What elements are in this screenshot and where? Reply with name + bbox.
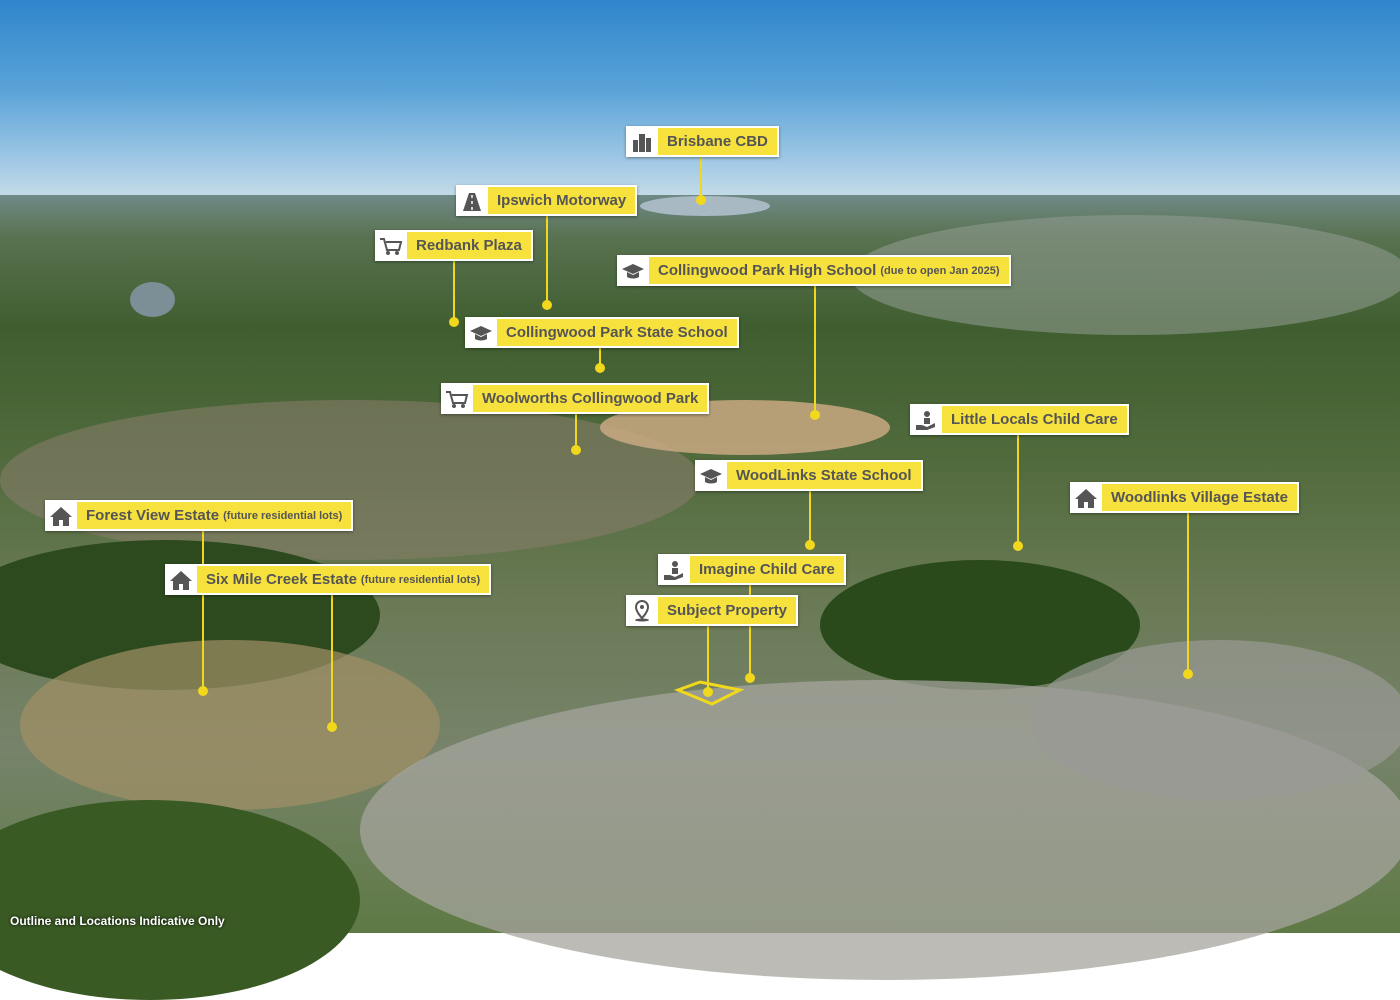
location-label: Subject Property [626, 595, 799, 626]
location-marker [198, 686, 208, 696]
location-label: Woodlinks Village Estate [1070, 482, 1299, 513]
label-text: Woolworths Collingwood Park [473, 385, 708, 412]
leader-line [700, 157, 702, 200]
location-label: Collingwood Park State School [465, 317, 739, 348]
location-label: Ipswich Motorway [456, 185, 638, 216]
location-marker [542, 300, 552, 310]
city-icon [626, 126, 658, 157]
leader-line [1017, 435, 1019, 546]
graduation-cap-icon [695, 460, 727, 491]
location-marker [449, 317, 459, 327]
location-marker [1013, 541, 1023, 551]
label-title: Woodlinks Village Estate [1111, 489, 1288, 506]
location-marker [745, 673, 755, 683]
child-care-icon [910, 404, 942, 435]
location-label: WoodLinks State School [695, 460, 923, 491]
location-label: Woolworths Collingwood Park [441, 383, 710, 414]
shopping-cart-icon [441, 383, 473, 414]
label-note: (due to open Jan 2025) [880, 264, 1000, 277]
location-marker [805, 540, 815, 550]
label-title: Little Locals Child Care [951, 411, 1118, 428]
graduation-cap-icon [617, 255, 649, 286]
label-text: Little Locals Child Care [942, 406, 1127, 433]
leader-line [707, 626, 709, 692]
house-icon [165, 564, 197, 595]
river [130, 282, 175, 317]
suburb-mid [0, 400, 700, 560]
child-care-icon [658, 554, 690, 585]
location-label: Little Locals Child Care [910, 404, 1129, 435]
location-label: Forest View Estate(future residential lo… [45, 500, 354, 531]
label-note: (future residential lots) [223, 509, 343, 522]
label-note: (future residential lots) [360, 573, 481, 586]
location-label: Redbank Plaza [375, 230, 533, 261]
disclaimer-text: Outline and Locations Indicative Only [10, 914, 225, 928]
location-marker [327, 722, 337, 732]
location-pin-icon [626, 595, 658, 626]
location-label: Brisbane CBD [626, 126, 779, 157]
shopping-cart-icon [375, 230, 407, 261]
city-haze [640, 196, 770, 216]
label-title: WoodLinks State School [736, 467, 912, 484]
motorway-icon [456, 185, 488, 216]
house-icon [1070, 482, 1102, 513]
label-title: Collingwood Park High School [658, 262, 877, 279]
leader-line [809, 491, 811, 545]
housing-right [1030, 640, 1400, 800]
label-text: Woodlinks Village Estate [1102, 484, 1297, 511]
location-marker [1183, 669, 1193, 679]
label-title: Forest View Estate [86, 507, 220, 524]
location-label: Imagine Child Care [658, 554, 846, 585]
leader-line [331, 595, 333, 727]
label-text: WoodLinks State School [727, 462, 921, 489]
label-title: Collingwood Park State School [506, 324, 728, 341]
leader-line [202, 531, 204, 691]
label-title: Woolworths Collingwood Park [482, 390, 699, 407]
location-label: Collingwood Park High School(due to open… [617, 255, 1011, 286]
label-text: Six Mile Creek Estate(future residential… [197, 566, 490, 593]
label-title: Brisbane CBD [667, 133, 768, 150]
location-marker [703, 687, 713, 697]
leader-line [749, 585, 751, 678]
leader-line [814, 286, 816, 415]
label-text: Collingwood Park State School [497, 319, 737, 346]
label-text: Redbank Plaza [407, 232, 531, 259]
label-text: Subject Property [658, 597, 797, 624]
location-label: Six Mile Creek Estate(future residential… [165, 564, 492, 595]
label-title: Imagine Child Care [699, 561, 835, 578]
leader-line [1187, 513, 1189, 674]
label-text: Forest View Estate(future residential lo… [77, 502, 352, 529]
label-text: Brisbane CBD [658, 128, 777, 155]
label-text: Collingwood Park High School(due to open… [649, 257, 1009, 284]
location-marker [696, 195, 706, 205]
label-title: Six Mile Creek Estate [206, 571, 357, 588]
label-title: Redbank Plaza [416, 237, 522, 254]
subject-property-outline [673, 680, 745, 706]
leader-line [453, 261, 455, 322]
location-marker [571, 445, 581, 455]
label-text: Imagine Child Care [690, 556, 844, 583]
location-marker [595, 363, 605, 373]
leader-line [546, 216, 548, 305]
label-title: Ipswich Motorway [497, 192, 627, 209]
house-icon [45, 500, 77, 531]
cleared-land [20, 640, 440, 810]
leader-line [575, 414, 577, 450]
graduation-cap-icon [465, 317, 497, 348]
leader-line [599, 348, 601, 368]
label-title: Subject Property [667, 602, 788, 619]
label-text: Ipswich Motorway [488, 187, 636, 214]
location-marker [810, 410, 820, 420]
